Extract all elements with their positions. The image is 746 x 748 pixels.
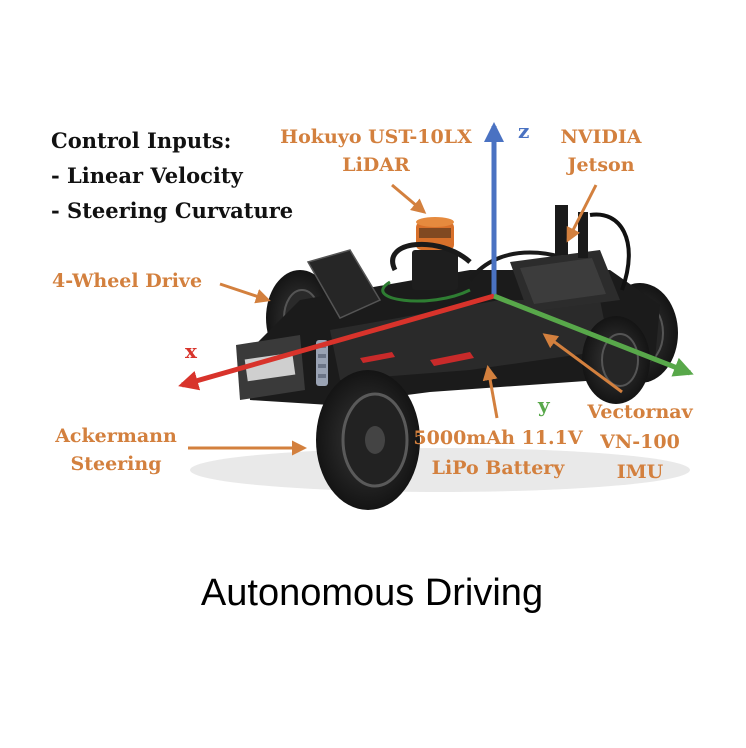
figure-caption: Autonomous Driving bbox=[201, 572, 543, 614]
x-axis-label: x bbox=[185, 339, 198, 363]
control-inputs: Control Inputs: - Linear Velocity - Stee… bbox=[51, 128, 293, 223]
battery-label: 5000mAh 11.1V bbox=[413, 427, 583, 449]
ackermann-label: Ackermann bbox=[54, 425, 177, 447]
front-left-wheel bbox=[316, 370, 420, 510]
battery-pointer-arrow bbox=[482, 365, 499, 419]
annotations: Hokuyo UST-10LX LiDAR NVIDIA Jetson 4-Wh… bbox=[52, 126, 694, 483]
imu-pointer-arrow bbox=[542, 333, 623, 394]
lidar-pointer-arrow bbox=[391, 183, 427, 214]
jetson-label: NVIDIA bbox=[560, 126, 641, 148]
rc-car-illustration bbox=[190, 205, 690, 510]
imu-label: VN-100 bbox=[599, 431, 680, 453]
y-axis-arrow bbox=[493, 293, 694, 377]
coordinate-axes: z x y bbox=[178, 119, 694, 417]
jetson-pointer-arrow bbox=[566, 184, 598, 243]
four-wheel-drive-label: 4-Wheel Drive bbox=[52, 270, 202, 292]
jetson-board bbox=[510, 205, 631, 312]
z-axis-label: z bbox=[518, 119, 529, 143]
ackermann-label: Steering bbox=[70, 453, 161, 475]
control-input-item: - Steering Curvature bbox=[51, 198, 293, 223]
control-input-item: - Linear Velocity bbox=[51, 163, 244, 188]
lidar-sensor bbox=[412, 217, 458, 290]
imu-label: IMU bbox=[617, 461, 664, 483]
four-wheel-pointer-arrow bbox=[219, 282, 271, 304]
jetson-label: Jetson bbox=[565, 154, 634, 176]
imu-label: Vectornav bbox=[586, 401, 693, 423]
x-axis-arrow bbox=[178, 293, 495, 391]
battery-label: LiPo Battery bbox=[432, 457, 566, 479]
control-inputs-title: Control Inputs: bbox=[51, 128, 231, 153]
y-axis-label: y bbox=[537, 393, 551, 417]
front-right-wheel bbox=[582, 316, 650, 404]
lidar-label: Hokuyo UST-10LX bbox=[280, 126, 472, 148]
lidar-label: LiDAR bbox=[342, 154, 410, 176]
